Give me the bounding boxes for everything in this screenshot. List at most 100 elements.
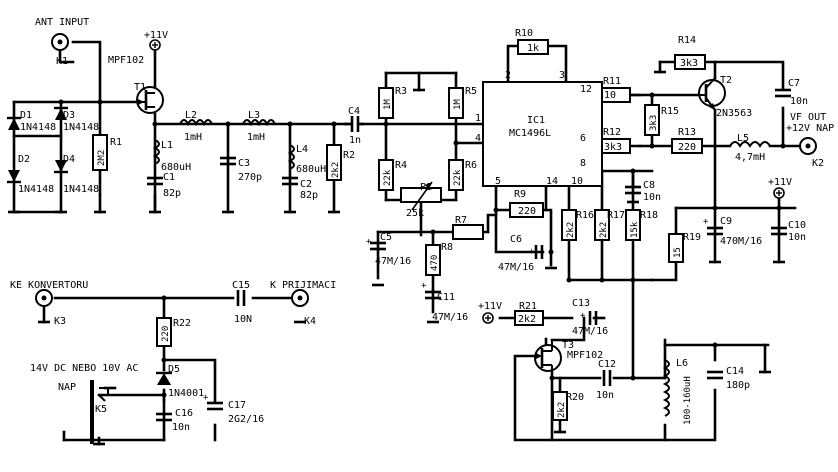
label-r8-value: 470 [430, 255, 440, 271]
resistor-r4 [379, 160, 393, 190]
label-r18-value: 15k [630, 221, 640, 238]
label-c17-value: 2G2/16 [228, 414, 264, 425]
label-r2-value: 2k2 [331, 162, 341, 178]
label-r19-value: 15 [673, 247, 683, 258]
label-c7: C7 [788, 78, 800, 89]
capacitor-c7 [775, 90, 791, 96]
svg-text:+: + [366, 237, 372, 247]
connector-k4 [292, 290, 308, 306]
resistor-r8 [426, 245, 440, 275]
label-c9-value: 470M/16 [720, 236, 762, 247]
label-r16: R16 [576, 210, 594, 221]
capacitor-c3 [220, 158, 236, 164]
capacitor-c9 [707, 228, 723, 234]
resistor-r20 [553, 392, 567, 420]
label-k5: K5 [95, 404, 107, 415]
resistor-r18 [626, 210, 640, 240]
label-l1-value: 680uH [161, 162, 191, 173]
label-c12-value: 10n [596, 390, 614, 401]
resistor-r14 [675, 55, 705, 69]
label-ic-name: IC1 [527, 115, 545, 126]
label-d5: D5 [168, 364, 180, 375]
supply-terminal-11v-c [483, 313, 493, 323]
label-11v-b: +11V [768, 177, 792, 188]
wires [14, 42, 800, 444]
label-p1: P1 [420, 182, 432, 193]
inductors [155, 120, 770, 416]
label-p1-value: 25k [406, 208, 424, 219]
resistors [93, 40, 705, 420]
label-r21: R21 [519, 301, 537, 312]
label-c5-value: 47M/16 [375, 256, 411, 267]
label-r17: R17 [607, 210, 625, 221]
label-t2: T2 [720, 75, 732, 86]
label-pin-1: 1 [475, 113, 481, 124]
label-l4: L4 [296, 144, 308, 155]
inductor-l6 [665, 360, 669, 416]
label-r17-value: 2k2 [599, 222, 609, 238]
label-c9: C9 [720, 216, 732, 227]
label-pin-2: 2 [505, 70, 511, 81]
label-l6: L6 [676, 358, 688, 369]
supply-terminal-11v-b [774, 188, 784, 198]
inductor-l2 [180, 120, 212, 124]
label-pin-8: 8 [580, 158, 586, 169]
inductor-l5 [730, 142, 770, 146]
label-r1-value: 2M2 [97, 150, 107, 166]
label-r21-value: 2k2 [518, 314, 536, 325]
capacitor-c12 [604, 370, 610, 386]
label-pin-14: 14 [546, 176, 558, 187]
label-t2-type: 2N3563 [716, 108, 752, 119]
resistor-r1 [93, 135, 107, 170]
svg-text:+: + [703, 217, 709, 227]
inductor-l4 [290, 145, 294, 169]
resistor-r22 [157, 318, 171, 346]
connector-k3 [36, 290, 52, 306]
label-11v-a: +11V [144, 30, 168, 41]
label-d1: D2 [18, 154, 30, 165]
potentiometer-p1 [401, 182, 441, 210]
label-r5: R5 [465, 86, 477, 97]
label-l2-value: 1mH [184, 132, 202, 143]
capacitor-c16 [156, 414, 172, 420]
svg-text:+: + [203, 393, 209, 403]
label-r20-value: 2k2 [557, 402, 567, 418]
label-r12: R12 [603, 127, 621, 138]
label-c11-value: 47M/16 [432, 312, 468, 323]
polarity-marks: + + + + + + [203, 217, 709, 403]
label-r10-value: 1k [527, 43, 539, 54]
label-t1: T1 [134, 82, 146, 93]
label-r22: R22 [173, 318, 191, 329]
label-pin-5: 5 [495, 176, 501, 187]
label-c17: C17 [228, 400, 246, 411]
label-r11-value: 10 [604, 90, 616, 101]
connector-k1 [52, 34, 68, 50]
label-r19: R19 [683, 232, 701, 243]
label-c4: C4 [348, 106, 360, 117]
svg-text:+: + [421, 281, 427, 291]
label-vf-out-2: +12V NAP [786, 123, 834, 134]
capacitor-c8 [625, 187, 641, 193]
resistor-r13 [672, 139, 702, 153]
label-pin-4: 4 [475, 133, 481, 144]
label-c1-value: 82p [163, 188, 181, 199]
svg-text:+: + [529, 247, 535, 257]
label-nap: NAP [58, 382, 76, 393]
capacitor-c6 [536, 245, 542, 259]
label-r6: R6 [465, 160, 477, 171]
label-r9: R9 [514, 189, 526, 200]
label-r10: R10 [515, 28, 533, 39]
label-r3: R3 [395, 86, 407, 97]
label-vf-out-1: VF OUT [790, 112, 826, 123]
label-d3: D4 [63, 154, 75, 165]
connector-k5 [92, 380, 108, 444]
label-c16: C16 [175, 408, 193, 419]
transistor-t3 [535, 340, 561, 372]
label-r16-value: 2k2 [566, 222, 576, 238]
label-r4: R4 [395, 160, 407, 171]
label-c8: C8 [643, 180, 655, 191]
label-l3: L3 [248, 110, 260, 121]
diode-d3 [54, 160, 68, 172]
label-t3: T3 [562, 340, 574, 351]
resistor-r5 [449, 88, 463, 118]
